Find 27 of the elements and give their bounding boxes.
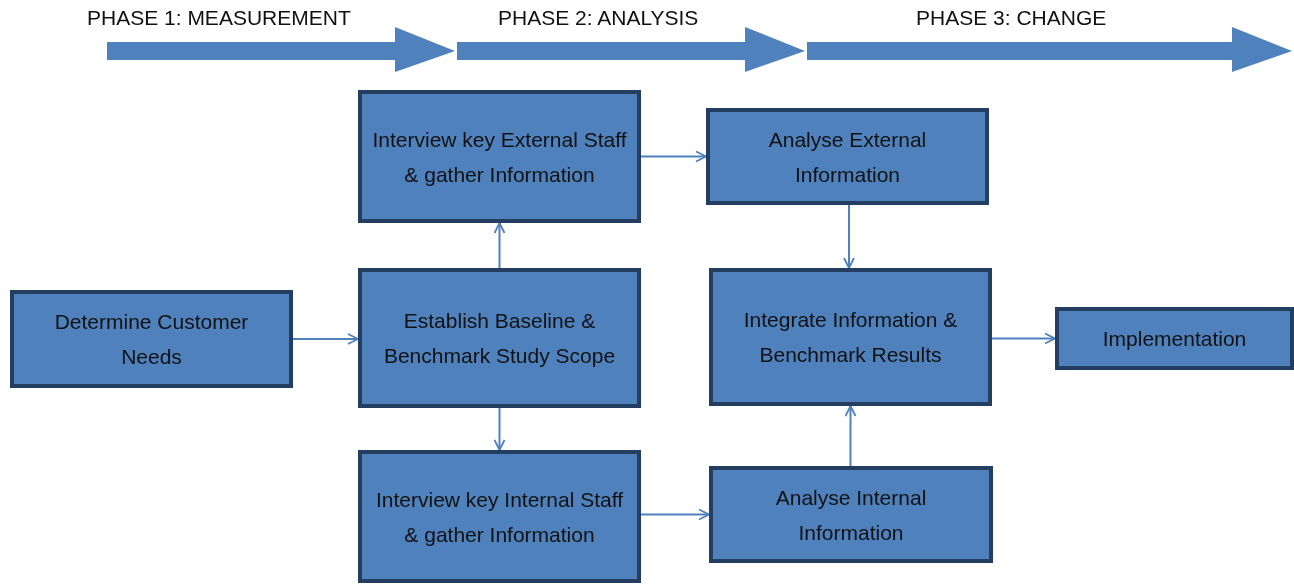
box-label: Integrate Information & Benchmark Results	[742, 307, 959, 368]
phase-label: PHASE 2: ANALYSIS	[498, 6, 699, 30]
arrow	[640, 508, 710, 521]
phase-label: PHASE 1: MEASUREMENT	[87, 6, 351, 30]
process-box	[358, 450, 641, 583]
box-label: Determine Customer Needs	[53, 309, 250, 370]
arrow	[292, 333, 359, 345]
box-label: Establish Baseline & Benchmark Study Scope	[382, 308, 617, 369]
box-label: Interview key Internal Staff & gather Information	[374, 486, 625, 548]
process-box	[709, 466, 993, 563]
phase-label: PHASE 3: CHANGE	[916, 6, 1107, 30]
arrow	[991, 332, 1056, 345]
box-label: Interview key External Staff & gather Information	[372, 126, 627, 188]
box-label: Analyse External Information	[767, 126, 928, 188]
box-label: Implementation	[1102, 326, 1247, 352]
process-box	[709, 268, 992, 406]
process-box	[358, 90, 641, 223]
arrow	[493, 407, 506, 451]
process-box	[1055, 307, 1294, 370]
box-label: Analyse Internal Information	[774, 484, 928, 546]
process-box	[358, 268, 641, 408]
process-box	[706, 108, 989, 205]
process-box	[10, 290, 293, 388]
arrow	[843, 204, 855, 269]
arrow	[640, 150, 707, 163]
arrow	[493, 222, 506, 269]
arrow	[844, 405, 857, 467]
